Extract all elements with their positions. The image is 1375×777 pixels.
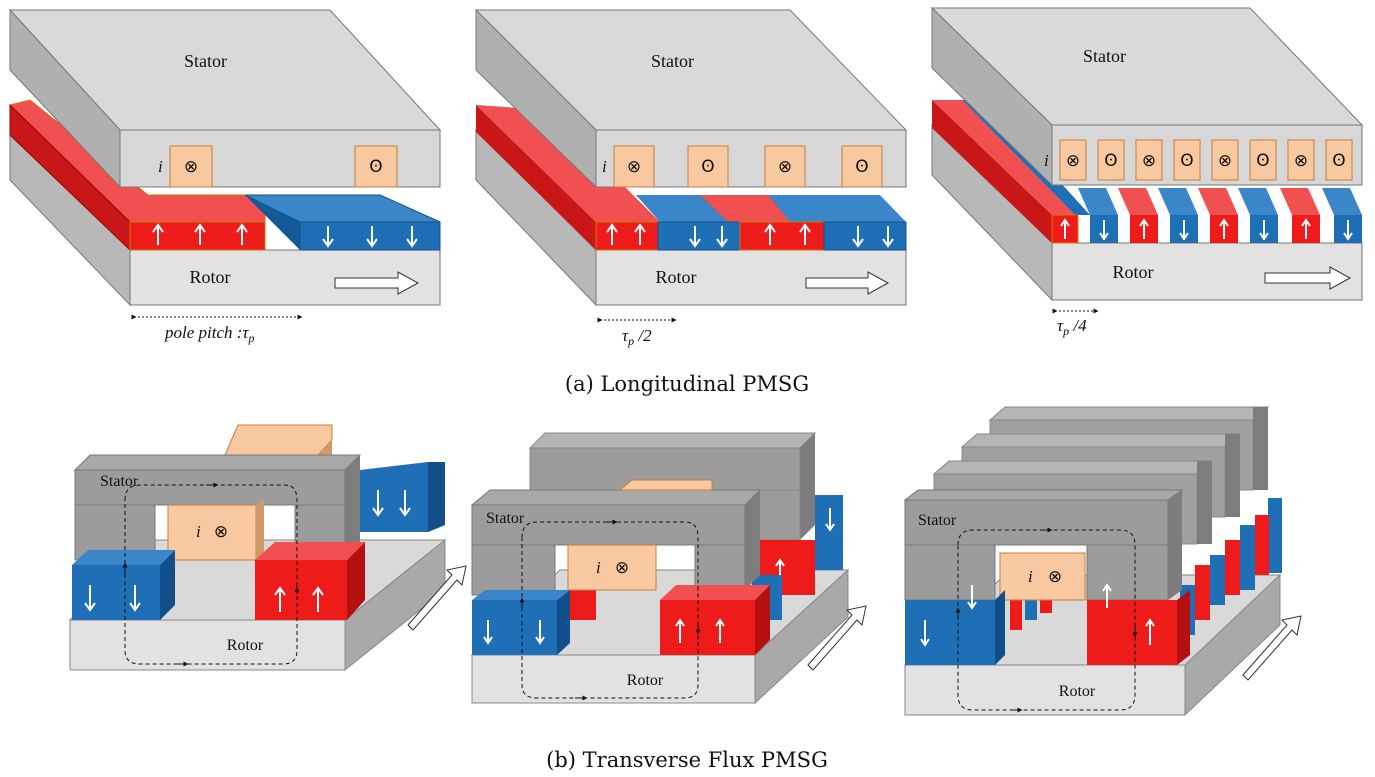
rotor-block xyxy=(471,654,756,704)
into-symbol: ⊗ xyxy=(1066,151,1080,171)
rotor-label: Rotor xyxy=(227,637,264,654)
rotor-label: Rotor xyxy=(1112,262,1153,282)
pole-pitch-label: pole pitch :τp xyxy=(164,323,255,345)
out-symbol: ʘ xyxy=(701,157,714,177)
magnet-blue xyxy=(72,565,160,620)
coil xyxy=(687,145,729,188)
magnet-blue xyxy=(299,221,441,251)
stator-label: Stator xyxy=(918,512,957,529)
coil xyxy=(999,552,1086,601)
out-symbol: ʘ xyxy=(855,157,868,177)
stator-label: Stator xyxy=(651,51,694,71)
caption-a: (a) Longitudinal PMSG xyxy=(565,372,809,396)
stator-label: Stator xyxy=(184,51,227,71)
rotor-block xyxy=(1051,242,1363,301)
longitudinal-diagram-3: ⊗ ʘ ⊗ ʘ ⊗ ʘ ⊗ ʘ i Stator Rotor τp /4 xyxy=(930,6,1364,338)
motion-arrow xyxy=(807,605,867,671)
coil xyxy=(841,145,883,188)
flux-path xyxy=(957,529,1136,711)
rotor-block xyxy=(904,664,1186,716)
into-symbol: ⊗ xyxy=(1294,151,1308,171)
current-label: i xyxy=(158,157,163,176)
rotor-label: Rotor xyxy=(627,672,664,689)
motion-arrow xyxy=(1242,615,1302,681)
coil xyxy=(1249,139,1277,181)
rotor-label: Rotor xyxy=(655,267,696,287)
transverse-diagram-3: i ⊗ Stator Rotor xyxy=(903,406,1302,717)
out-symbol: ʘ xyxy=(369,157,382,177)
coil xyxy=(167,504,257,561)
coil xyxy=(613,145,655,188)
coil xyxy=(764,145,806,188)
flux-path xyxy=(521,521,699,699)
coil xyxy=(1135,139,1163,181)
magnet-red xyxy=(739,221,825,251)
into-symbol: ⊗ xyxy=(778,157,792,177)
coil xyxy=(1097,139,1125,181)
coil xyxy=(1211,139,1239,181)
transverse-diagram-1: i ⊗ Stator Rotor xyxy=(68,424,467,672)
transverse-diagram-2: i ⊗ Stator Rotor xyxy=(470,432,867,705)
motion-arrow xyxy=(334,271,420,295)
into-symbol: ⊗ xyxy=(1218,151,1232,171)
into-symbol: ⊗ xyxy=(1142,151,1156,171)
longitudinal-diagram-2: ⊗ ʘ ⊗ ʘ i Stator Rotor τp /2 xyxy=(474,8,908,348)
longitudinal-diagram-1: ⊗ ʘ i Stator Rotor pole pitch :τp xyxy=(8,8,442,345)
magnet-red xyxy=(595,221,659,251)
into-symbol: ⊗ xyxy=(184,157,198,177)
coil xyxy=(354,145,398,188)
motion-arrow xyxy=(805,271,890,295)
stator-label: Stator xyxy=(100,473,139,490)
out-symbol: ʘ xyxy=(1332,151,1345,171)
magnet-red xyxy=(1087,600,1177,665)
current-label: i xyxy=(196,522,201,541)
stator-label: Stator xyxy=(486,510,525,527)
magnet-blue xyxy=(657,221,741,251)
coil xyxy=(567,544,657,591)
motion-arrow xyxy=(407,565,467,631)
out-symbol: ʘ xyxy=(1256,151,1269,171)
coil xyxy=(169,145,213,188)
pitch-quarter-label: τp /4 xyxy=(1057,316,1087,338)
out-symbol: ʘ xyxy=(1180,151,1193,171)
coil xyxy=(1287,139,1315,181)
rotor-label: Rotor xyxy=(189,267,230,287)
magnet-blue xyxy=(905,600,995,665)
magnet-blue xyxy=(472,600,557,655)
current-label: i xyxy=(596,558,601,577)
magnet-blue xyxy=(823,221,907,251)
magnet-red xyxy=(255,560,347,620)
into-symbol: ⊗ xyxy=(214,522,228,542)
pitch-half-label: τp /2 xyxy=(622,326,652,348)
stator-label: Stator xyxy=(1083,46,1126,66)
coil xyxy=(1059,139,1087,181)
coil xyxy=(1173,139,1201,181)
coil xyxy=(1325,139,1353,181)
into-symbol: ⊗ xyxy=(615,558,629,578)
current-label: i xyxy=(602,157,607,176)
motion-arrow xyxy=(1264,266,1352,290)
rotor-block xyxy=(69,619,346,671)
flux-path xyxy=(124,484,298,665)
into-symbol: ⊗ xyxy=(1048,567,1062,587)
into-symbol: ⊗ xyxy=(627,157,641,177)
magnet-red xyxy=(129,221,266,251)
current-label: i xyxy=(1028,567,1033,586)
current-label: i xyxy=(1044,151,1049,170)
out-symbol: ʘ xyxy=(1104,151,1117,171)
rotor-label: Rotor xyxy=(1059,683,1096,700)
magnet-red xyxy=(660,600,755,655)
caption-b: (b) Transverse Flux PMSG xyxy=(546,748,828,772)
